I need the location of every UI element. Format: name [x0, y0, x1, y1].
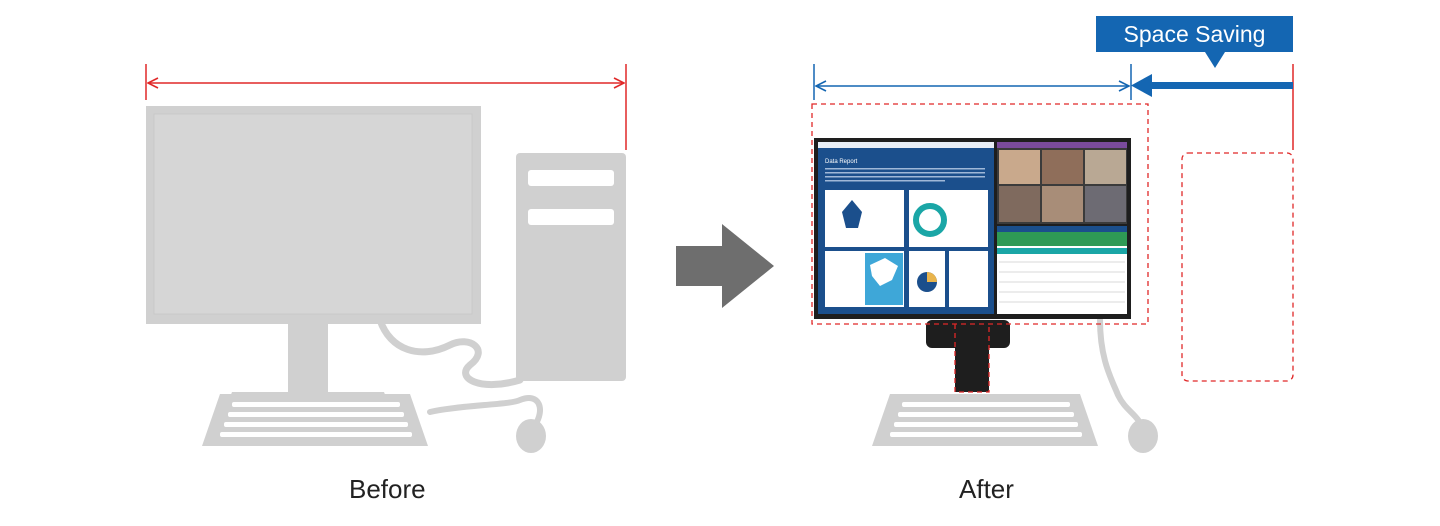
new-footprint-outline [811, 103, 1149, 325]
report-card-people [949, 251, 988, 307]
transition-arrow [676, 224, 774, 308]
monitor-stand [926, 320, 1010, 392]
before-width-measure [145, 64, 627, 150]
before-mouse-cable [427, 395, 543, 428]
pc-tower [516, 153, 626, 381]
removed-tower-outline [1181, 152, 1294, 382]
space-saving-callout: Space Saving [1096, 16, 1293, 52]
after-keyboard [872, 394, 1098, 446]
space-saving-label: Space Saving [1123, 20, 1266, 47]
report-card-donut [909, 190, 988, 247]
table-rows [999, 261, 1125, 303]
report-title: Data Report [825, 159, 858, 165]
stand-footprint-outline [954, 324, 990, 393]
after-mouse [1128, 419, 1158, 453]
new-monitor: Data Report [814, 138, 1131, 319]
before-cable [376, 316, 524, 389]
video-tiles [999, 150, 1126, 222]
before-setup [145, 64, 627, 453]
after-setup: Data Report [811, 64, 1294, 453]
before-caption: Before [349, 474, 426, 504]
after-width-measure [813, 64, 1132, 100]
after-cable [1097, 317, 1145, 433]
old-monitor [146, 106, 481, 402]
before-mouse [516, 419, 546, 453]
space-saving-arrow [1131, 64, 1294, 150]
callout-pointer [1205, 52, 1225, 68]
report-text-lines [825, 168, 985, 182]
before-keyboard [202, 394, 428, 446]
after-caption: After [959, 474, 1014, 504]
report-card-radar [825, 190, 904, 247]
